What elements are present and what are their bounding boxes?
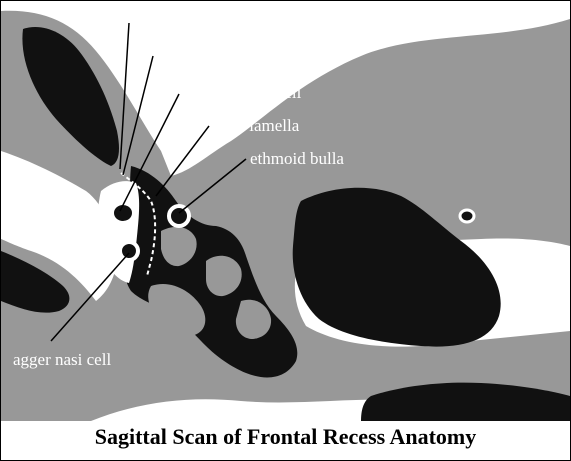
type1-frontal-cell bbox=[110, 201, 136, 225]
small-cell-right bbox=[458, 208, 476, 224]
leader-type1-frontal-cell bbox=[119, 93, 180, 212]
ethmoid-septum-4 bbox=[235, 299, 272, 339]
lower-right-air bbox=[361, 382, 570, 421]
sphenoid-sinus bbox=[292, 187, 501, 347]
leader-ethmoid-bulla bbox=[178, 158, 247, 214]
figure-caption: Sagittal Scan of Frontal Recess Anatomy bbox=[94, 424, 477, 449]
label-frontal-sinus-ostium: frontal sinus ostium bbox=[156, 45, 291, 64]
ethmoid-septum-2 bbox=[206, 255, 242, 297]
ethmoid-septum-1 bbox=[161, 226, 197, 267]
label-ethmoid-bulla: ethmoid bulla bbox=[250, 149, 344, 168]
lower-left-air bbox=[1, 251, 70, 313]
sagittal-scan-diagram: frontal infundibulum frontal sinus ostiu… bbox=[1, 1, 570, 421]
leader-frontal-sinus-ostium bbox=[122, 55, 154, 176]
ethmoid-septum-3 bbox=[148, 283, 206, 337]
soft-tissue-left bbox=[1, 151, 117, 301]
frontal-sinus bbox=[22, 27, 119, 166]
leader-frontal-infundibulum bbox=[119, 22, 130, 170]
label-bulla-lamella: bulla lamella bbox=[211, 116, 300, 135]
agger-nasi-cell-shape bbox=[118, 240, 140, 262]
label-type1-frontal-cell: type 1 frontal cell bbox=[181, 83, 302, 102]
soft-tissue-top bbox=[1, 1, 570, 176]
label-frontal-infundibulum: frontal infundibulum bbox=[132, 13, 274, 32]
label-agger-nasi-cell: agger nasi cell bbox=[13, 350, 111, 369]
ethmoid-bulla-cell bbox=[167, 204, 191, 228]
leader-agger-nasi-cell bbox=[50, 252, 130, 342]
leader-bulla-lamella bbox=[155, 125, 210, 197]
